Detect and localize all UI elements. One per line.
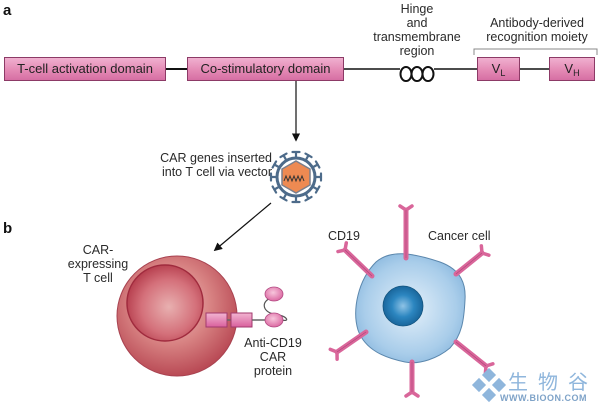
vector-label: CAR genes inserted into T cell via vecto…	[132, 151, 272, 179]
co-stimulatory-domain: Co-stimulatory domain	[187, 57, 344, 81]
cd19-receptor-icon	[398, 204, 414, 261]
vl-domain: VL	[477, 57, 520, 81]
car-protein-label: Anti-CD19 CAR protein	[238, 336, 308, 378]
antibody-label-line-2: recognition moiety	[486, 30, 588, 44]
vl-main: V	[491, 61, 501, 76]
watermark-url: WWW.BIOON.COM	[500, 393, 587, 403]
cd19-receptor-icon	[336, 241, 375, 279]
t-cell-label: CAR- expressing T cell	[58, 243, 138, 285]
cancer-cell-nucleus	[382, 285, 424, 327]
vh-main: V	[564, 61, 574, 76]
antibody-label-line-1: Antibody-derived	[490, 16, 584, 30]
cd19-receptor-icon	[453, 339, 495, 375]
hinge-label-line-3: transmembrane	[373, 30, 461, 44]
hinge-label: Hinge and transmembrane region	[355, 2, 479, 58]
vector-label-line-2: into T cell via vector	[161, 165, 272, 179]
vh-domain: VH	[549, 57, 595, 81]
t-cell-label-line-3: T cell	[83, 271, 113, 285]
antibody-moiety-label: Antibody-derived recognition moiety	[476, 16, 598, 44]
cd19-receptor-icon	[328, 329, 369, 361]
panel-label-b: b	[3, 220, 13, 237]
viral-vector-icon	[269, 150, 323, 204]
t-cell	[116, 255, 238, 377]
hinge-label-line-4: region	[399, 44, 435, 58]
t-cell-label-line-2: expressing	[67, 257, 129, 271]
cd19-receptors	[328, 204, 495, 398]
t-cell-label-line-1: CAR-	[82, 243, 114, 257]
car-protein-icon	[205, 286, 288, 328]
antibody-bracket	[473, 48, 598, 55]
vector-label-line-1: CAR genes inserted	[160, 151, 272, 165]
cancer-cell-label: Cancer cell	[428, 229, 491, 243]
cd19-receptor-icon	[404, 359, 420, 398]
bioon-logo-icon	[471, 368, 507, 403]
cd19-label: CD19	[328, 229, 360, 243]
vh-sub: H	[573, 68, 580, 78]
panel-label-a: a	[3, 2, 12, 19]
hinge-label-line-1: Hinge	[400, 2, 434, 16]
watermark: 生物谷 WWW.BIOON.COM	[470, 368, 600, 404]
t-cell-activation-domain: T-cell activation domain	[4, 57, 166, 81]
car-protein-label-line-3: protein	[253, 364, 293, 378]
watermark-chinese: 生物谷	[508, 370, 598, 394]
cd19-receptor-icon	[453, 244, 491, 277]
hinge-label-line-2: and	[406, 16, 428, 30]
t-cell-nucleus	[126, 264, 204, 342]
vl-sub: L	[500, 68, 506, 78]
arrow-to-t-cell	[213, 202, 272, 252]
cancer-cell	[355, 253, 466, 364]
hinge-coil-icon	[399, 66, 435, 82]
car-protein-label-line-1: Anti-CD19	[244, 336, 302, 350]
car-protein-label-line-2: CAR	[259, 350, 287, 364]
